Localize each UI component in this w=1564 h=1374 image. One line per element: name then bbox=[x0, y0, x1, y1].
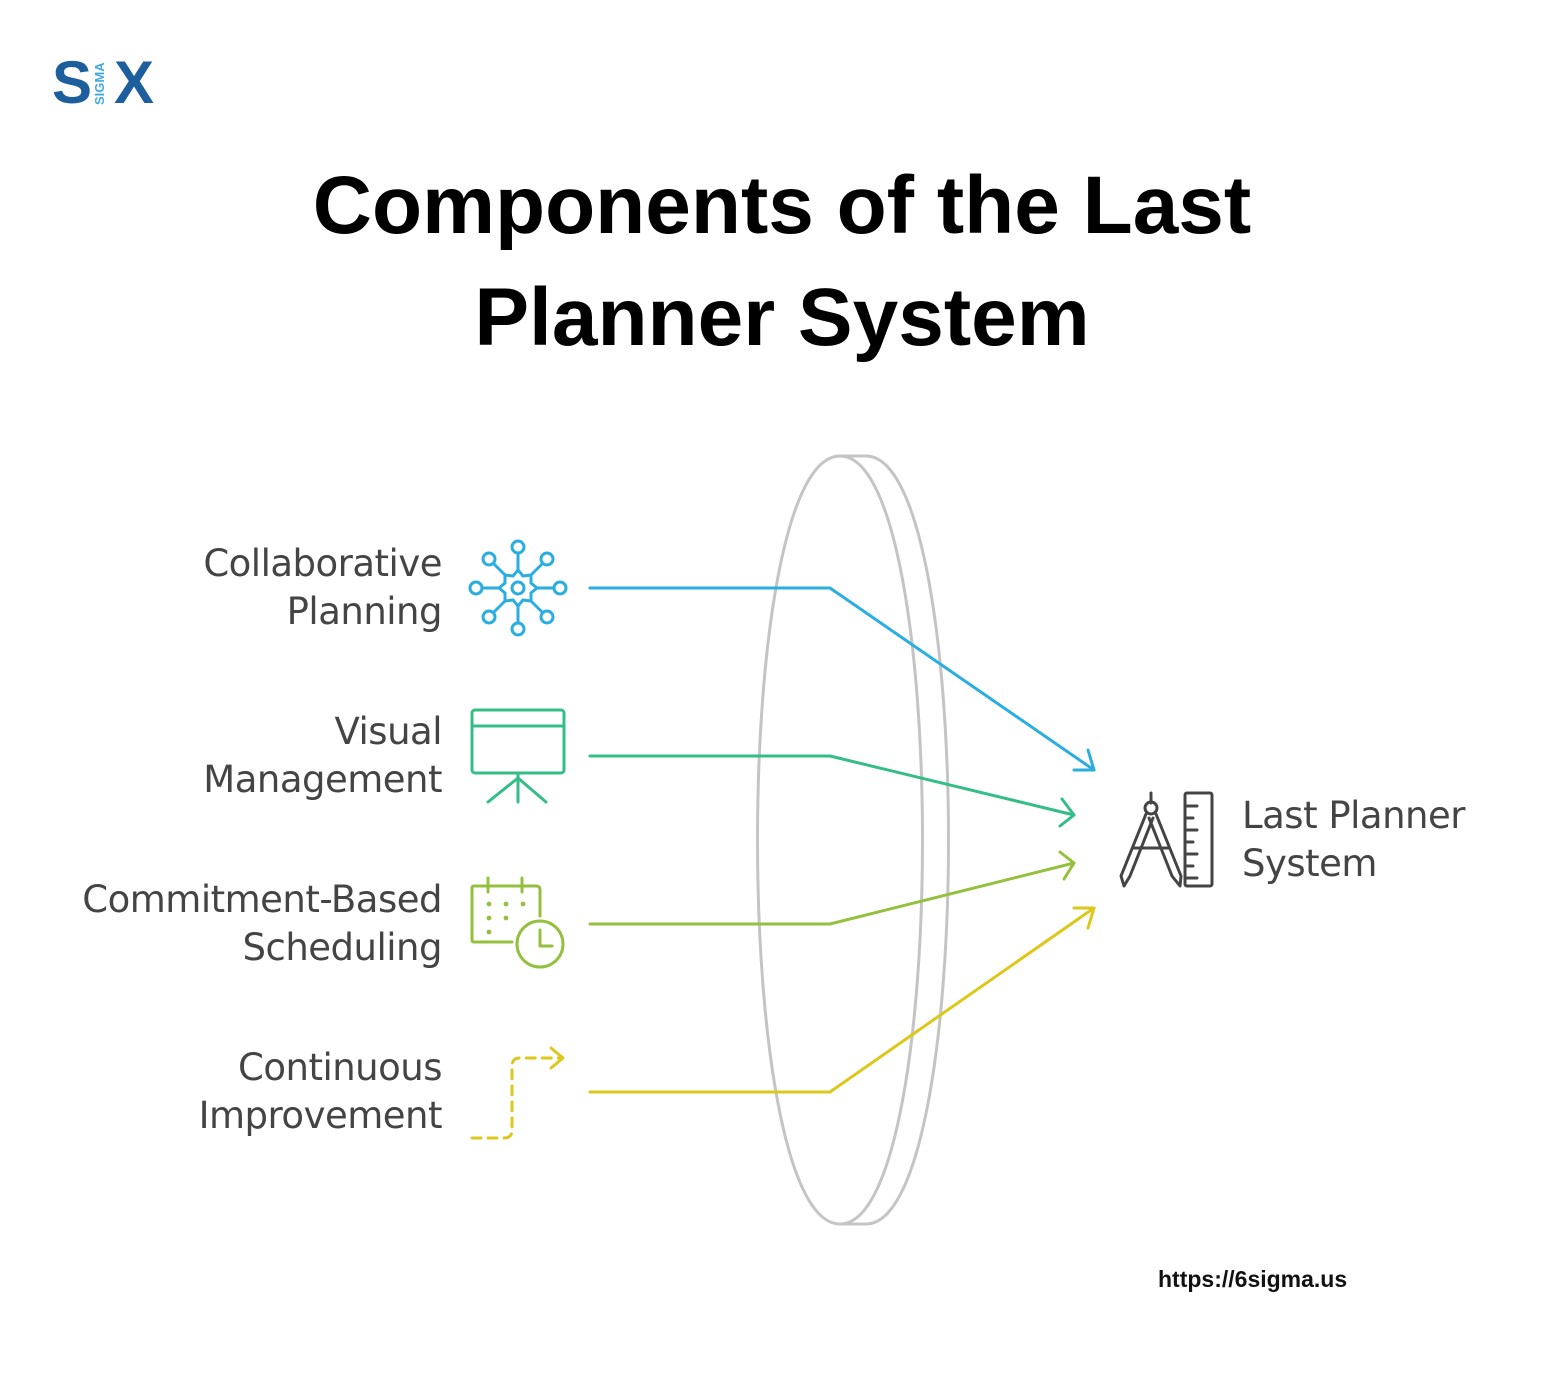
label-line: System bbox=[1242, 842, 1377, 885]
label-line: Commitment-Based bbox=[82, 878, 442, 921]
label-line: Improvement bbox=[198, 1094, 443, 1137]
label-line: Scheduling bbox=[242, 926, 443, 969]
connector-visual-management bbox=[588, 754, 1076, 828]
lens-shape bbox=[756, 454, 950, 1226]
label-line: Planning bbox=[286, 590, 443, 633]
label-last-planner-system: Last Planner System bbox=[1242, 792, 1542, 888]
label-line: Visual bbox=[334, 710, 443, 753]
lens-back bbox=[865, 454, 950, 1226]
title-line-1: Components of the Last bbox=[312, 160, 1252, 251]
label-commitment-based-scheduling: Commitment-Based Scheduling bbox=[22, 876, 442, 972]
calendar-clock-icon bbox=[470, 876, 565, 969]
connector-continuous-improvement bbox=[588, 906, 1096, 1094]
label-continuous-improvement: Continuous Improvement bbox=[22, 1044, 443, 1140]
lens-inner bbox=[839, 454, 924, 1226]
page-title: Components of the Last Planner System bbox=[0, 150, 1564, 374]
connector-collaborative-planning bbox=[588, 586, 1096, 772]
source-url[interactable]: https://6sigma.us bbox=[1158, 1266, 1348, 1292]
label-line: Collaborative bbox=[203, 542, 442, 585]
network-gear-icon bbox=[468, 539, 568, 637]
label-visual-management: Visual Management bbox=[22, 708, 442, 804]
logo: S SIGMA X bbox=[52, 52, 172, 114]
logo-s: S bbox=[52, 49, 93, 116]
label-collaborative-planning: Collaborative Planning bbox=[22, 540, 442, 636]
dashed-path-arrow-icon bbox=[470, 1046, 565, 1140]
compass-ruler-icon bbox=[1119, 791, 1214, 888]
label-line: Continuous bbox=[238, 1046, 442, 1089]
connector-commitment-based-scheduling bbox=[588, 850, 1076, 926]
label-line: Management bbox=[203, 758, 442, 801]
lens-front bbox=[756, 454, 841, 1226]
label-line: Last Planner bbox=[1242, 794, 1465, 837]
title-line-2: Planner System bbox=[474, 272, 1090, 363]
logo-x: X bbox=[114, 49, 155, 116]
presentation-board-icon bbox=[470, 708, 566, 804]
